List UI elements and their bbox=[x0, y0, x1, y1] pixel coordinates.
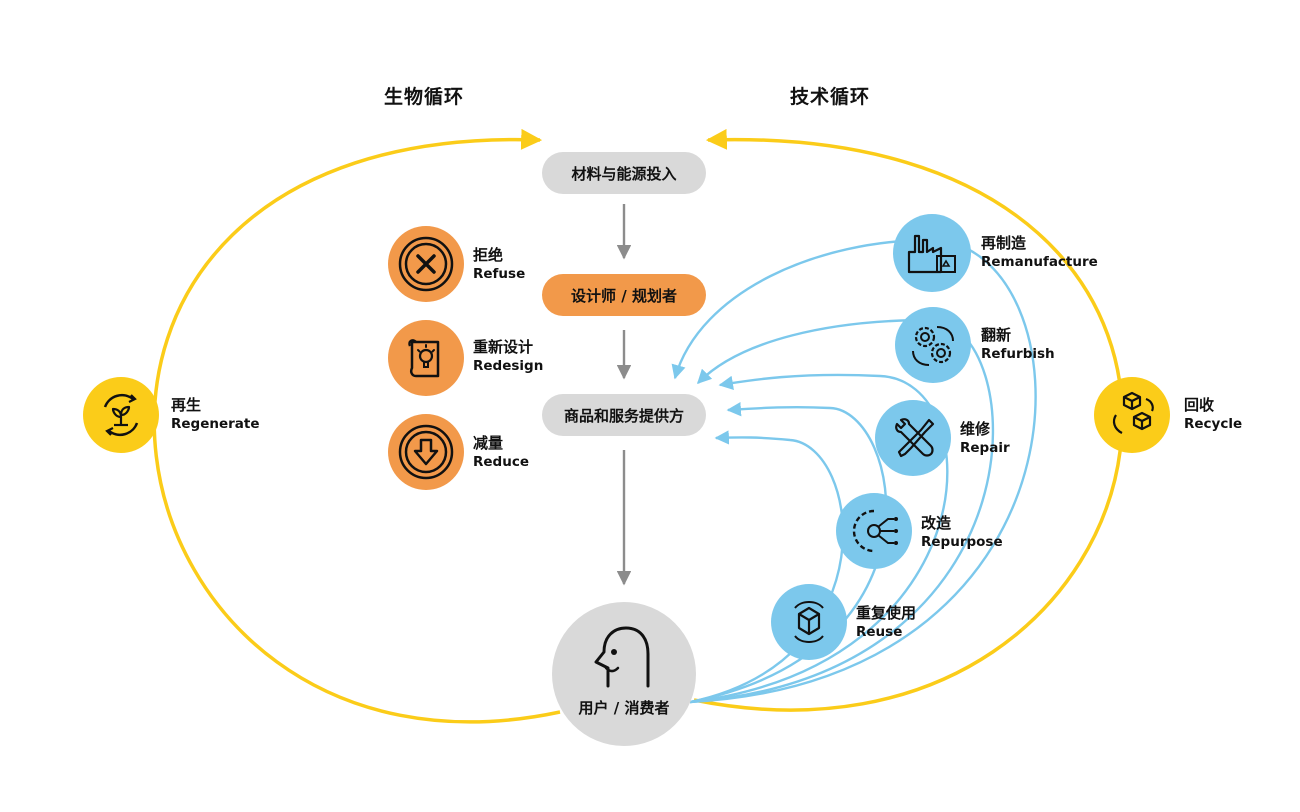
heading-tech-cycle: 技术循环 bbox=[790, 86, 871, 108]
provider-node: 商品和服务提供方 bbox=[542, 394, 706, 436]
recycle-cubes-icon bbox=[1094, 377, 1170, 453]
input-node: 材料与能源投入 bbox=[542, 152, 706, 194]
reduce-down-arrow-icon bbox=[388, 414, 464, 490]
input-node-label: 材料与能源投入 bbox=[571, 164, 677, 183]
loop-remanufacture bbox=[671, 238, 1037, 704]
wrench-screwdriver-icon bbox=[875, 400, 951, 476]
refuse-x-icon bbox=[388, 226, 464, 302]
loop-refurbish bbox=[689, 318, 995, 704]
factory-icon bbox=[893, 214, 971, 292]
designer-node-label: 设计师 / 规划者 bbox=[571, 286, 677, 305]
person-head-icon bbox=[594, 626, 650, 688]
gears-icon bbox=[895, 307, 971, 383]
consumer-node: 用户 / 消费者 bbox=[552, 602, 696, 746]
heading-bio-cycle: 生物循环 bbox=[384, 86, 465, 108]
redesign-blueprint-lightbulb-icon bbox=[388, 320, 464, 396]
provider-node-label: 商品和服务提供方 bbox=[563, 406, 684, 425]
gear-circuit-icon bbox=[836, 493, 912, 569]
box-cycle-icon bbox=[771, 584, 847, 660]
consumer-label: 用户 / 消费者 bbox=[578, 699, 670, 717]
regenerate-sprout-icon bbox=[83, 377, 159, 453]
bio-loop bbox=[152, 128, 561, 724]
designer-node: 设计师 / 规划者 bbox=[542, 274, 706, 316]
